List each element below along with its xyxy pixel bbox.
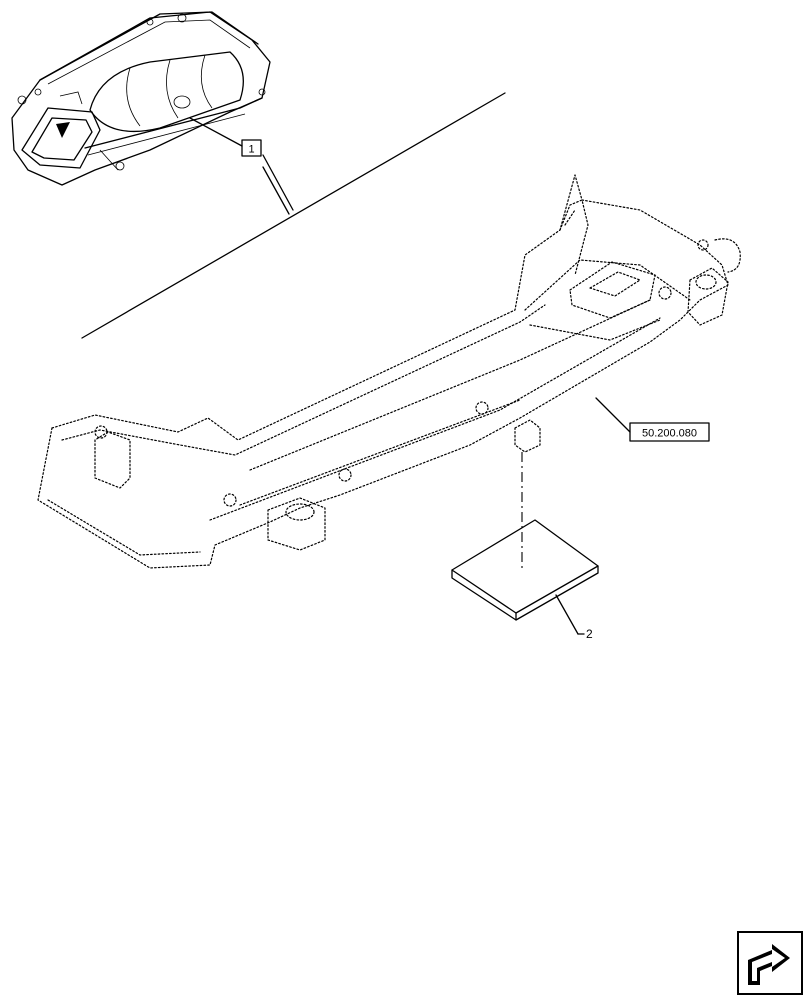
part-2-pad [451, 519, 599, 621]
callout-2-leader [555, 594, 579, 635]
callout-1-leaders [81, 92, 506, 339]
reference-leader [595, 397, 631, 433]
callout-1-box: 1 [241, 139, 262, 157]
callout-1-label: 1 [248, 144, 254, 156]
reference-callout-box[interactable]: 50.200.080 [629, 422, 710, 442]
main-frame-reference [37, 174, 741, 569]
next-page-arrow-icon[interactable] [737, 931, 803, 995]
reference-label: 50.200.080 [642, 428, 697, 440]
inset-assembly-drawing [11, 11, 271, 186]
callout-2-label: 2 [586, 627, 593, 641]
